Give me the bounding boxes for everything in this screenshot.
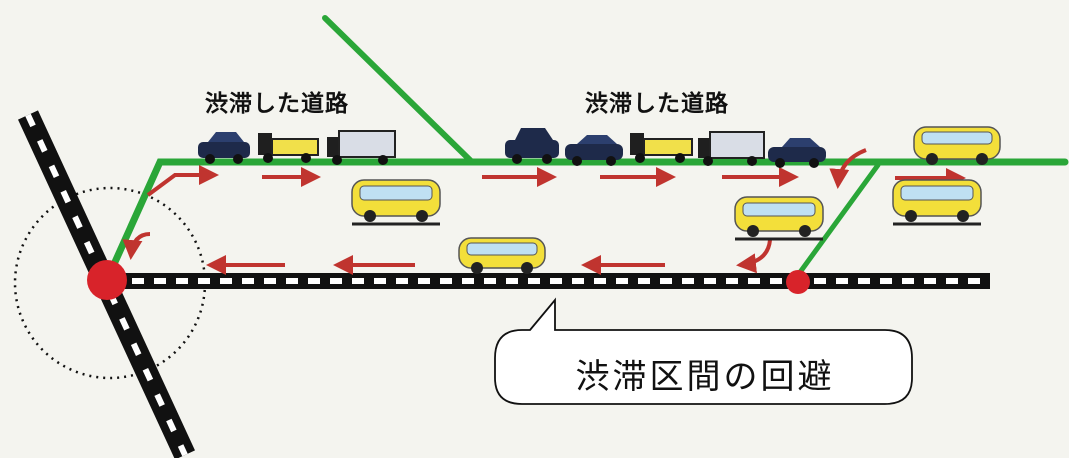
- truck-icon: [698, 131, 765, 166]
- truck-icon: [327, 130, 396, 165]
- truck-icon: [258, 133, 319, 163]
- bus-icon: [892, 179, 982, 226]
- bus-icon: [351, 179, 441, 226]
- callout-text: 渋滞区間の回避: [575, 356, 835, 397]
- car-icon: [565, 135, 623, 166]
- green-roads: [111, 15, 1069, 278]
- branch-road-right: [795, 162, 881, 278]
- bus-icon: [913, 126, 1001, 165]
- detour-arrows: [122, 148, 966, 275]
- bus-icon: [734, 196, 824, 241]
- road-label-right: 渋滞した道路: [585, 91, 729, 117]
- station-marker-icon: [786, 270, 810, 294]
- main-road: [111, 158, 1069, 266]
- bus-icon: [458, 237, 546, 274]
- station-marker-icon: [87, 260, 127, 300]
- car-icon: [768, 138, 826, 168]
- car-icon: [198, 132, 250, 164]
- car-icon: [505, 128, 559, 164]
- truck-icon: [630, 133, 693, 163]
- road-label-left: 渋滞した道路: [205, 91, 349, 117]
- callout-bubble: [494, 297, 913, 405]
- branch-road-upper: [322, 15, 475, 165]
